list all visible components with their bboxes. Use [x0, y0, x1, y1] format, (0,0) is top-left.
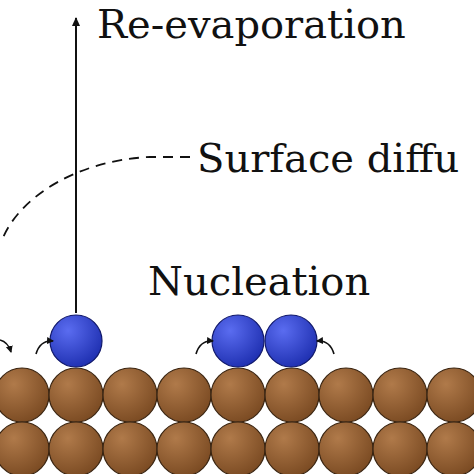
motion-arrows — [0, 340, 334, 354]
process-label: Nucleation — [148, 261, 370, 301]
process-label: Surface diffu — [197, 138, 459, 178]
re-evaporation-arrow — [75, 18, 77, 313]
adatoms — [50, 315, 317, 367]
substrate-atoms — [0, 368, 474, 474]
diffusion-path — [2, 157, 190, 240]
process-label: Re-evaporation — [97, 4, 406, 44]
